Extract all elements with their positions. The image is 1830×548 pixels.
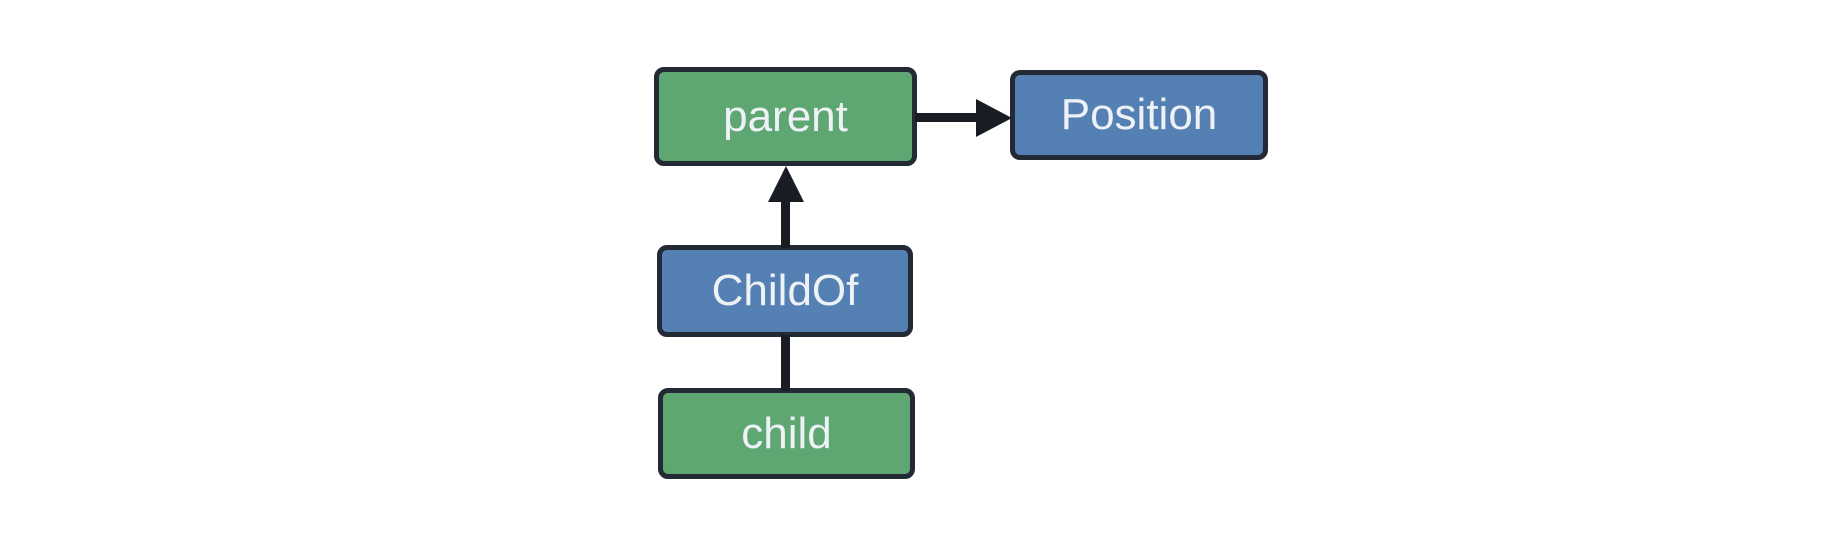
arrow-childof-to-parent-shaft: [781, 198, 790, 248]
arrow-right-icon: [976, 99, 1012, 137]
node-child-label: child: [741, 408, 832, 458]
arrow-parent-to-position-shaft: [915, 113, 977, 122]
node-parent: parent: [654, 67, 917, 166]
node-position: Position: [1010, 70, 1268, 160]
line-child-to-childof: [781, 335, 790, 391]
arrow-up-icon: [768, 166, 804, 202]
node-childof-label: ChildOf: [711, 266, 859, 315]
node-childof: ChildOf: [657, 245, 913, 337]
node-child: child: [658, 388, 915, 479]
node-parent-label: parent: [723, 91, 848, 141]
node-position-label: Position: [1060, 90, 1218, 139]
